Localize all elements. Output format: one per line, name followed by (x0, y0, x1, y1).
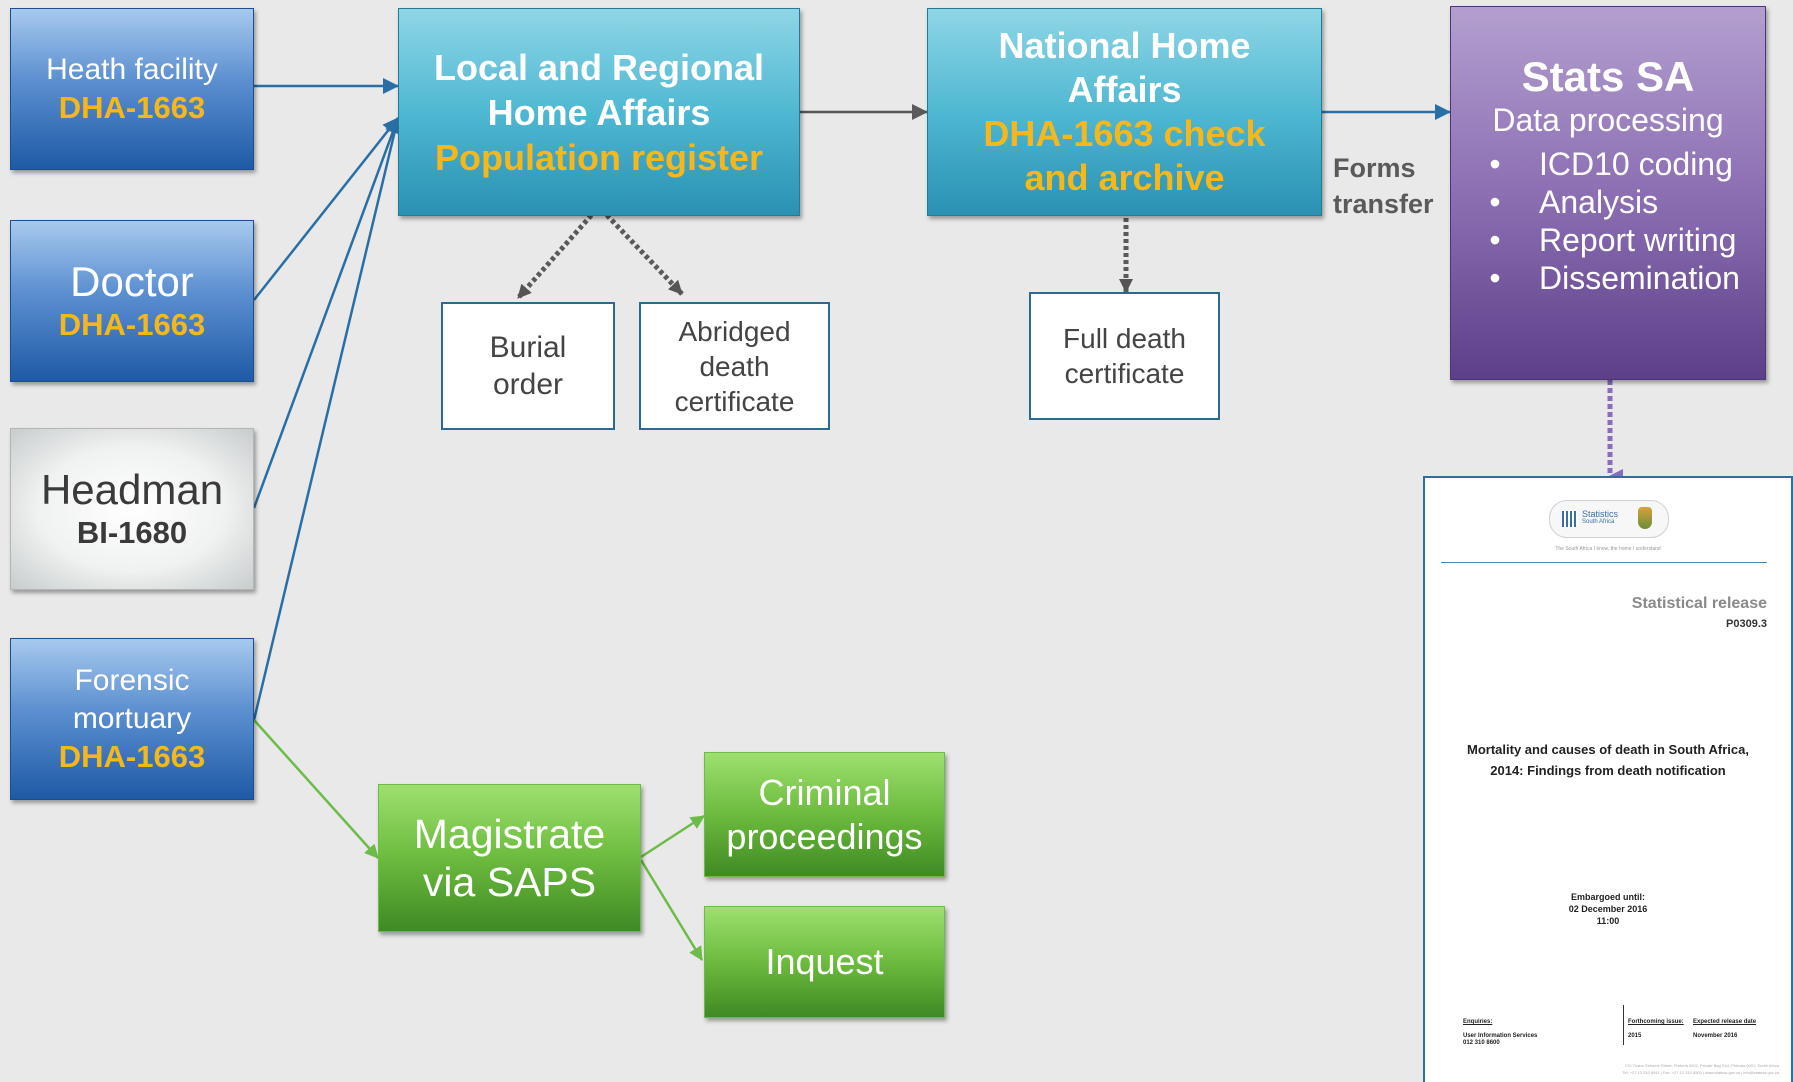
report-divider (1441, 562, 1767, 563)
stats-task-item: •Report writing (1489, 222, 1737, 258)
arrow-doctor-to-local (253, 117, 399, 301)
forms-transfer-label: Forms transfer (1333, 150, 1434, 222)
logo-text-2: South Africa (1582, 519, 1615, 525)
dotted-arrow-to-abridged (600, 208, 684, 296)
report-enquiries-1: User Information Services (1463, 1033, 1538, 1039)
report-embargo-date: 02 December 2016 (1568, 904, 1648, 914)
stats-task-item: •ICD10 coding (1489, 146, 1733, 182)
abridged-certificate-box: Abridged death certificate (639, 302, 830, 430)
inquest-box: Inquest (704, 906, 945, 1018)
arrow-magistrate-to-inquest (639, 859, 704, 961)
arrow-forensic-to-local (252, 117, 403, 721)
report-title-1: Mortality and causes of death in South A… (1467, 742, 1749, 757)
doctor-label: Doctor (70, 258, 194, 305)
logo-bars-icon (1562, 511, 1578, 527)
headman-form: BI-1680 (76, 515, 188, 550)
forensic-label-1: Forensic (74, 664, 190, 697)
national-subtitle-1: DHA-1663 check (983, 113, 1266, 154)
report-embargo-label: Embargoed until: (1571, 892, 1645, 902)
arrow-headman-to-local (252, 117, 401, 509)
local-subtitle: Population register (434, 136, 764, 178)
arrow-forensic-to-magistrate (253, 719, 379, 859)
coat-of-arms-icon (1638, 507, 1652, 529)
local-title-2: Home Affairs (487, 91, 711, 133)
report-expected-value: November 2016 (1693, 1033, 1738, 1039)
health-facility-box: Heath facility DHA-1663 (10, 8, 254, 170)
national-title-2: Affairs (1067, 69, 1182, 110)
burial-order-box: Burial order (441, 302, 615, 430)
doctor-form: DHA-1663 (58, 307, 206, 342)
local-home-affairs-box: Local and Regional Home Affairs Populati… (398, 8, 800, 216)
dotted-arrow-to-burial (516, 208, 598, 300)
report-expected-heading: Expected release date (1693, 1019, 1757, 1025)
report-title-2: 2014: Findings from death notification (1490, 763, 1726, 778)
statistical-release-document: Statistics South Africa The South Africa… (1423, 476, 1793, 1082)
headman-label: Headman (40, 466, 224, 513)
magistrate-box: Magistrate via SAPS (378, 784, 641, 932)
stats-sa-box: Stats SA Data processing •ICD10 coding •… (1450, 6, 1766, 380)
report-table-vertical-rule (1623, 1005, 1624, 1045)
report-forthcoming-value: 2015 (1628, 1033, 1642, 1039)
headman-box: Headman BI-1680 (10, 428, 254, 590)
stats-sa-title: Stats SA (1521, 53, 1695, 100)
report-forthcoming-heading: Forthcoming issue: (1628, 1019, 1684, 1025)
local-title-1: Local and Regional (433, 46, 765, 88)
forms-transfer-line-1: Forms (1333, 153, 1416, 183)
report-tagline: The South Africa I know, the home I unde… (1555, 546, 1661, 552)
forensic-mortuary-box: Forensic mortuary DHA-1663 (10, 638, 254, 800)
report-embargo-time: 11:00 (1596, 916, 1620, 926)
stats-task-item: •Analysis (1489, 184, 1659, 220)
stats-task-item: •Dissemination (1489, 260, 1740, 296)
report-code: P0309.3 (1726, 618, 1767, 630)
doctor-box: Doctor DHA-1663 (10, 220, 254, 382)
forensic-form: DHA-1663 (58, 739, 206, 774)
arrow-magistrate-to-criminal (640, 814, 705, 859)
national-title-1: National Home (998, 25, 1251, 66)
report-footer-1: 170 Thabo Sehume Street, Pretoria 0002, … (1624, 1063, 1779, 1068)
report-enquiries-heading: Enquiries: (1463, 1019, 1493, 1025)
stats-sa-subtitle: Data processing (1492, 102, 1724, 138)
logo-text-1: Statistics (1582, 509, 1619, 519)
forensic-label-2: mortuary (72, 702, 192, 735)
stats-sa-task-list: •ICD10 coding •Analysis •Report writing … (1451, 145, 1765, 297)
report-release-label: Statistical release (1631, 595, 1767, 612)
criminal-proceedings-box: Criminal proceedings (704, 752, 945, 877)
forms-transfer-line-2: transfer (1333, 189, 1434, 219)
health-facility-form: DHA-1663 (58, 90, 206, 125)
report-footer-2: Tel: +27 12 310 8911 | Fax: +27 12 310 8… (1622, 1070, 1779, 1075)
full-certificate-box: Full death certificate (1029, 292, 1220, 420)
national-home-affairs-box: National Home Affairs DHA-1663 check and… (927, 8, 1322, 216)
report-enquiries-2: 012 310 8600 (1463, 1040, 1500, 1046)
national-subtitle-2: and archive (1024, 157, 1225, 198)
stats-sa-logo: Statistics South Africa (1549, 500, 1669, 538)
health-facility-label: Heath facility (46, 53, 218, 86)
